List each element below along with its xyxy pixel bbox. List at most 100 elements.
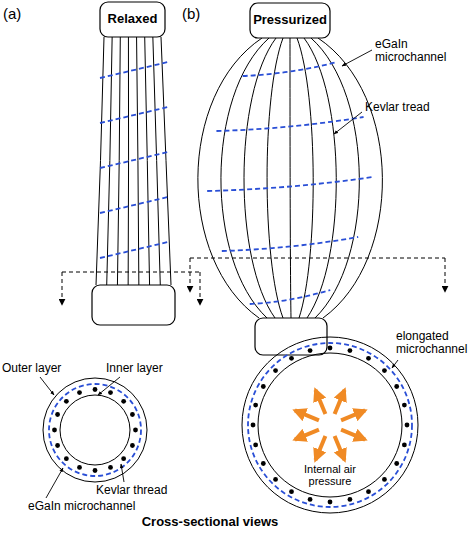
kevlar-thread-dot: [289, 489, 294, 494]
kevlar-thread-dot: [366, 489, 371, 494]
caption-text: Cross-sectional views: [120, 515, 300, 529]
kevlar-thread: [221, 38, 269, 318]
kevlar-thread-dot: [133, 428, 138, 433]
kevlar-thread-dot: [77, 390, 82, 395]
part-label: elongated microchannel: [396, 330, 472, 356]
egain-microchannel: [207, 177, 373, 191]
kevlar-thread-dot: [55, 443, 60, 448]
kevlar-thread-dot: [108, 465, 113, 470]
kevlar-thread-dot: [348, 348, 353, 353]
kevlar-thread-dot: [382, 368, 387, 373]
pressure-arrow: [315, 436, 325, 460]
pressure-arrow: [335, 436, 345, 460]
kevlar-thread-dot: [402, 443, 407, 448]
part-label: Inner layer: [106, 362, 186, 375]
part-label: Outer layer: [2, 362, 82, 375]
end-cap: [250, 3, 330, 38]
kevlar-thread-dot: [273, 368, 278, 373]
panel-letter: (b): [182, 6, 212, 22]
pressure-arrow: [315, 390, 325, 414]
leader-line: [392, 360, 398, 368]
panel-letter: (a): [3, 6, 33, 22]
kevlar-thread: [318, 38, 382, 318]
kevlar-thread: [161, 37, 171, 285]
kevlar-thread: [107, 37, 112, 285]
relaxed-cross-section: [40, 377, 147, 498]
kevlar-thread-dot: [52, 428, 57, 433]
kevlar-thread-dot: [130, 412, 135, 417]
kevlar-thread-dot: [273, 477, 278, 482]
egain-microchannel: [100, 62, 168, 78]
kevlar-thread-dot: [289, 356, 294, 361]
egain-microchannel: [100, 242, 168, 258]
part-label: Kevlar tread: [365, 101, 465, 114]
part-label: Kevlar thread: [96, 484, 186, 497]
leader-line: [98, 377, 120, 395]
kevlar-thread: [304, 38, 336, 318]
kevlar-thread-dot: [253, 443, 258, 448]
kevlar-thread-dot: [382, 477, 387, 482]
leader-line: [334, 112, 362, 134]
kevlar-thread-dot: [93, 468, 98, 473]
kevlar-thread-dot: [55, 412, 60, 417]
kevlar-thread: [198, 38, 262, 318]
kevlar-thread-dot: [328, 500, 333, 505]
egain-microchannel: [100, 107, 168, 123]
kevlar-thread-dot: [77, 465, 82, 470]
end-cap: [92, 285, 175, 325]
kevlar-thread-dot: [402, 403, 407, 408]
end-cap: [255, 318, 327, 355]
pressurized-cross-section: [242, 337, 418, 513]
state-title: Relaxed: [100, 12, 165, 26]
kevlar-thread: [311, 38, 359, 318]
part-label: eGaIn microchannel: [28, 500, 158, 513]
kevlar-thread-dot: [121, 399, 126, 404]
egain-microchannel: [100, 152, 168, 168]
leader-line: [40, 377, 54, 395]
egain-microchannel: [222, 237, 358, 251]
kevlar-thread-dot: [64, 399, 69, 404]
kevlar-thread-dot: [253, 403, 258, 408]
kevlar-thread-dot: [64, 456, 69, 461]
egain-microchannel: [250, 290, 330, 304]
kevlar-thread-dot: [261, 384, 266, 389]
pressure-arrow: [295, 430, 319, 440]
kevlar-thread-dot: [308, 348, 313, 353]
kevlar-thread-dot: [348, 497, 353, 502]
kevlar-thread: [244, 38, 276, 318]
kevlar-thread-dot: [121, 456, 126, 461]
egain-microchannel: [100, 197, 168, 213]
kevlar-thread-dot: [261, 461, 266, 466]
kevlar-thread-dot: [394, 461, 399, 466]
leader-line: [46, 468, 63, 498]
kevlar-thread-dot: [394, 384, 399, 389]
kevlar-thread: [267, 38, 283, 318]
kevlar-thread: [153, 37, 160, 285]
kevlar-thread-dot: [366, 356, 371, 361]
egain-microchannel: [243, 62, 338, 76]
end-cap: [100, 2, 165, 37]
part-label: eGaIn microchannel: [375, 38, 463, 64]
kevlar-thread-dot: [251, 423, 256, 428]
kevlar-thread: [297, 38, 313, 318]
kevlar-thread-dot: [108, 390, 113, 395]
state-title: Pressurized: [250, 13, 330, 27]
kevlar-thread: [290, 38, 291, 318]
kevlar-thread-dot: [93, 387, 98, 392]
kevlar-thread-dot: [405, 423, 410, 428]
leader-line: [121, 464, 124, 482]
leader-line: [342, 50, 372, 66]
kevlar-thread: [137, 37, 139, 285]
kevlar-thread-dot: [308, 497, 313, 502]
pressure-arrow: [341, 430, 365, 440]
pressure-arrow: [295, 410, 319, 420]
pressure-arrow: [341, 410, 365, 420]
kevlar-thread-dot: [328, 346, 333, 351]
kevlar-thread: [96, 37, 104, 285]
egain-microchannel: [216, 117, 363, 131]
kevlar-thread-dot: [130, 443, 135, 448]
part-label: Internal air pressure: [292, 463, 368, 487]
relaxed-actuator: [62, 2, 200, 325]
pressure-arrow: [335, 390, 345, 414]
